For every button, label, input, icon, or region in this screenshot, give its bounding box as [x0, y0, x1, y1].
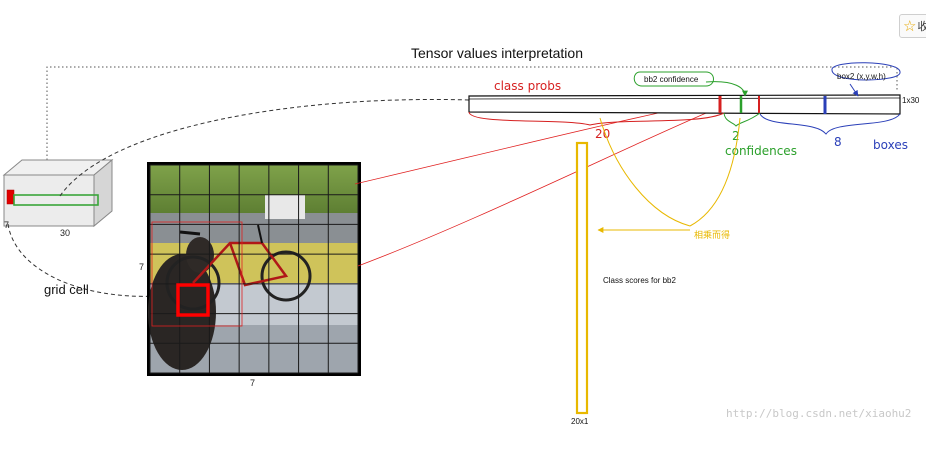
cube-to-tensor-curve: [59, 99, 471, 197]
multiply-curve-right: [689, 117, 741, 227]
confidences-brace: [723, 112, 761, 127]
grid-cols-label: 7: [250, 378, 255, 388]
watermark-text: http://blog.csdn.net/xiaohu2: [726, 407, 911, 420]
box2-arrow: [849, 83, 859, 97]
bb2-confidence-arrow: [705, 81, 748, 97]
confidences-label: confidences: [725, 144, 797, 158]
class-scores-vector: [575, 141, 589, 415]
cube-cell-highlight: [6, 189, 15, 205]
bookmark-button[interactable]: ☆ 收: [899, 14, 926, 38]
dog-and-bicycle-photo: [147, 162, 361, 376]
tensor-size-label: 1x30: [902, 96, 920, 105]
output-cube: 7 30: [2, 158, 114, 238]
grid-cell-label: grid cell: [44, 282, 89, 297]
multiply-note-label: 相乘而得: [694, 229, 730, 241]
class-probs-label: class probs: [494, 79, 561, 93]
boxes-label: boxes: [873, 138, 908, 152]
boxes-brace: [759, 113, 901, 135]
grid-cell-highlight: [176, 283, 210, 317]
confidence-count-label: 2: [732, 129, 740, 143]
cube-width-label: 30: [60, 228, 70, 238]
box2-label: box2 (x,y,w,h): [837, 72, 886, 81]
grid-overlay: [149, 164, 359, 374]
tensor-vector: [468, 94, 901, 115]
bb2-confidence-bubble: [633, 71, 714, 87]
box2-bubble: [831, 62, 901, 81]
class-count-label: 20: [595, 127, 610, 141]
diagram-title: Tensor values interpretation: [411, 45, 583, 61]
star-icon: ☆: [903, 17, 917, 35]
bookmark-label: 收: [917, 21, 926, 33]
predicted-bounding-box: [151, 221, 243, 327]
grid-cell-curve: [7, 223, 159, 297]
box-count-label: 8: [834, 135, 842, 149]
scores-size-label: 20x1: [571, 417, 589, 426]
grid-rows-label: 7: [139, 262, 144, 272]
class-scores-label: Class scores for bb2: [603, 276, 676, 285]
multiply-curve-left: [599, 117, 691, 227]
class-probs-brace: [468, 111, 725, 126]
bb2-confidence-label: bb2 confidence: [644, 75, 699, 84]
cube-cell-vector: [13, 194, 99, 206]
cell-to-tensor-line-bottom: [357, 104, 726, 267]
cube-depth-label: 7: [4, 220, 9, 230]
